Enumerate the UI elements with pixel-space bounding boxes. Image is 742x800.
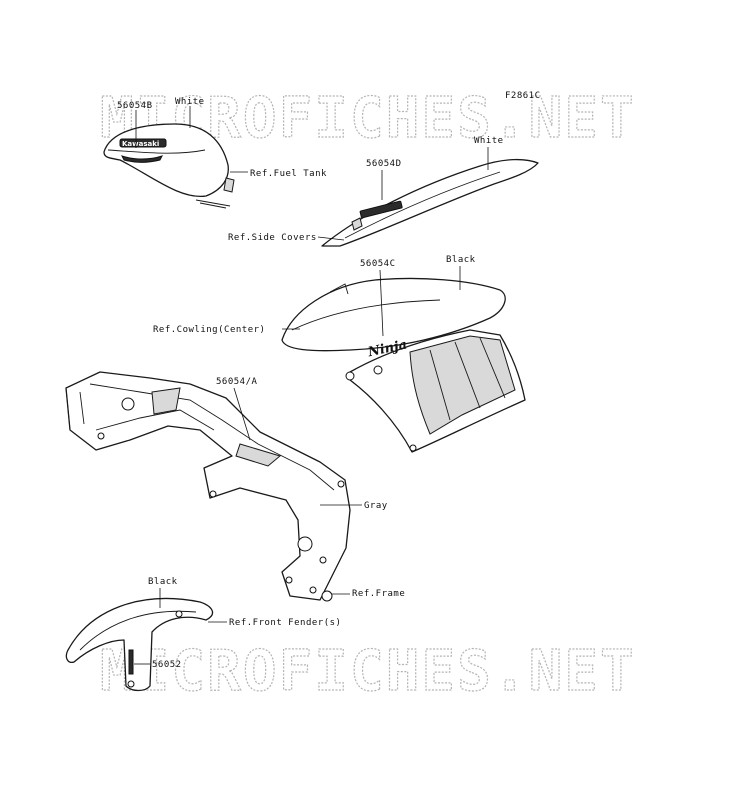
ref-fuel-tank-label: Ref.Fuel Tank <box>250 169 327 179</box>
leader-ref-side-covers <box>317 236 345 241</box>
part-number-56054d: 56054D <box>366 159 402 169</box>
color-label-black-fender: Black <box>148 577 178 587</box>
front-fender-decal <box>65 598 214 692</box>
part-number-56054c: 56054C <box>360 259 396 269</box>
color-label-gray-frame: Gray <box>364 501 388 511</box>
fuel-tank-decal: Kawasaki <box>103 123 235 209</box>
watermark-bottom: MICROFICHES.NET <box>100 639 636 704</box>
leader-56054a <box>233 387 251 441</box>
center-cowling-decal: Ninja <box>281 277 526 453</box>
ref-frame-label: Ref.Frame <box>352 589 405 599</box>
part-number-56054b: 56054B <box>117 101 153 111</box>
part-number-56054a: 56054/A <box>216 377 258 387</box>
kawasaki-logo-text: Kawasaki <box>122 140 159 148</box>
ref-cowling-label: Ref.Cowling(Center) <box>153 325 265 335</box>
frame-decal <box>65 371 351 602</box>
leader-56054c <box>379 269 384 337</box>
kawasaki-logo-decal <box>119 138 167 148</box>
ref-front-fender-label: Ref.Front Fender(s) <box>229 618 341 628</box>
side-cover-decal <box>321 158 539 247</box>
color-label-white-tank: White <box>175 97 205 107</box>
color-label-black-cowl: Black <box>446 255 476 265</box>
ref-side-covers-label: Ref.Side Covers <box>228 233 317 243</box>
fender-stripe-decal <box>128 649 134 675</box>
color-label-white-cover: White <box>474 136 504 146</box>
figure-code: F2861C <box>505 91 541 101</box>
part-number-56052: 56052 <box>152 660 182 670</box>
side-cover-logo-decal <box>359 200 403 219</box>
